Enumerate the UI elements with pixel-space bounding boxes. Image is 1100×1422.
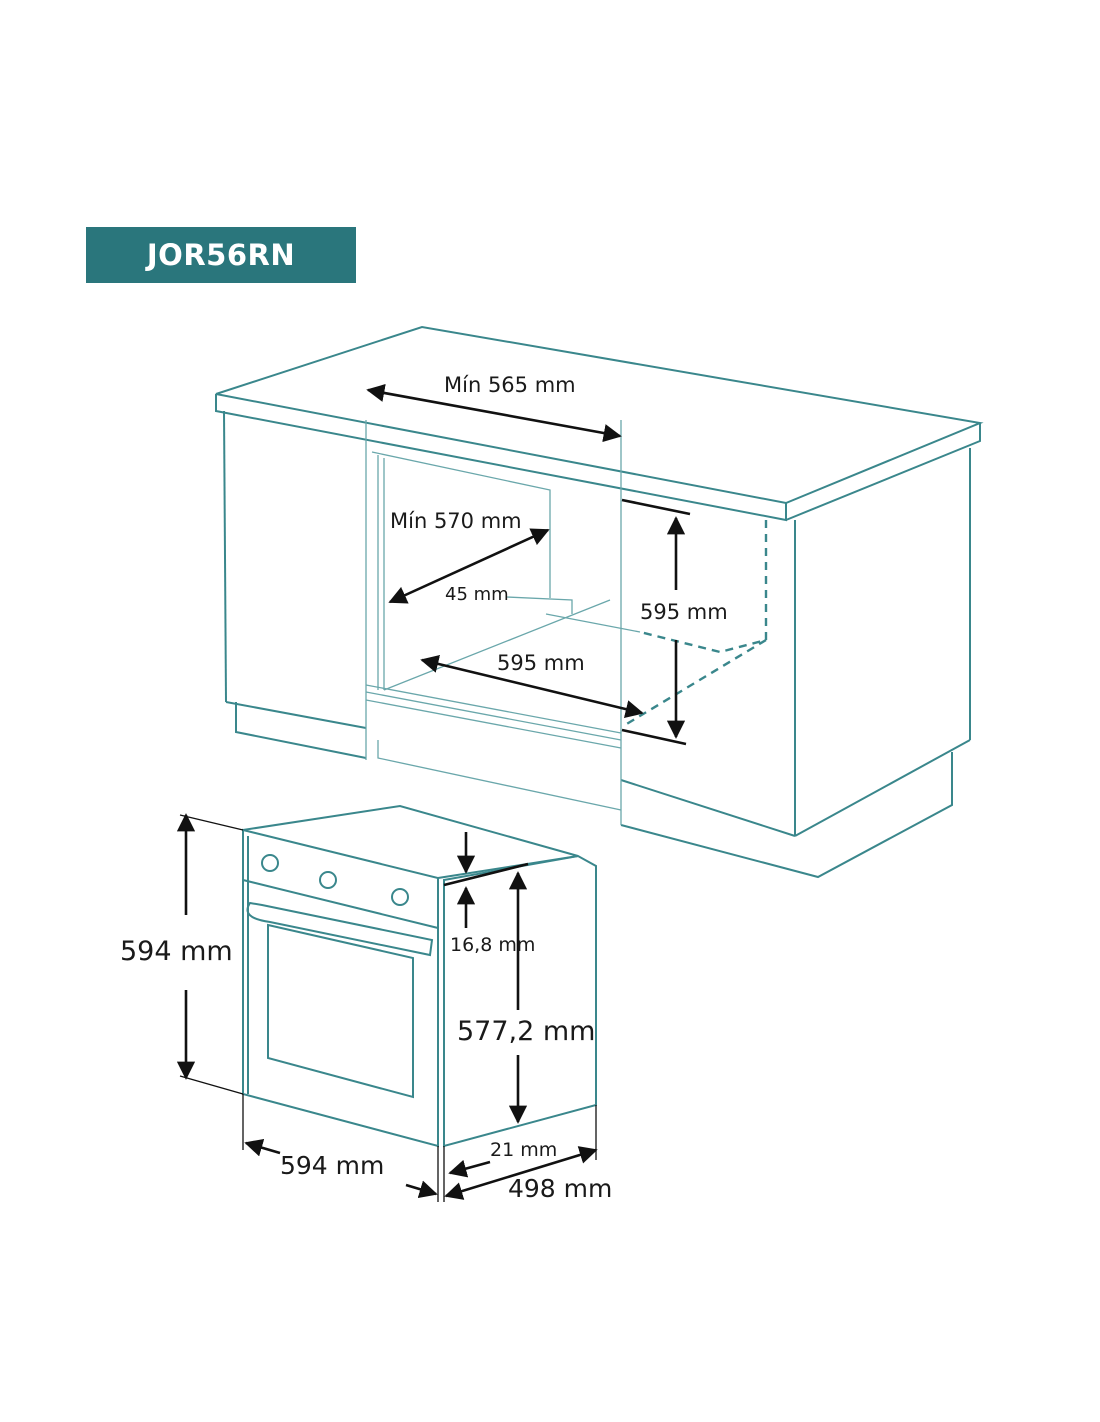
model-badge: JOR56RN (86, 227, 356, 283)
cabinet-width-label: 595 mm (497, 651, 585, 675)
oven-width-label: 594 mm (280, 1151, 385, 1180)
oven-depth-label: 498 mm (508, 1174, 613, 1203)
oven-handle (246, 901, 434, 957)
gap-label: 45 mm (445, 584, 509, 605)
min-depth-label: Mín 570 mm (390, 509, 522, 533)
oven-height-label: 594 mm (120, 936, 233, 967)
knob-icon (391, 888, 409, 906)
knob-icon (261, 854, 279, 872)
door-label: 21 mm (490, 1139, 558, 1161)
body-height-label: 577,2 mm (457, 1016, 596, 1047)
dimension-arrows (176, 383, 691, 1202)
cabinet-drawing (215, 325, 984, 879)
min-width-label: Mín 565 mm (444, 373, 576, 397)
oven-drawing (242, 804, 597, 1148)
knob-icon (319, 871, 337, 889)
cabinet-height-label: 595 mm (640, 600, 728, 624)
panel-label: 16,8 mm (450, 934, 536, 956)
